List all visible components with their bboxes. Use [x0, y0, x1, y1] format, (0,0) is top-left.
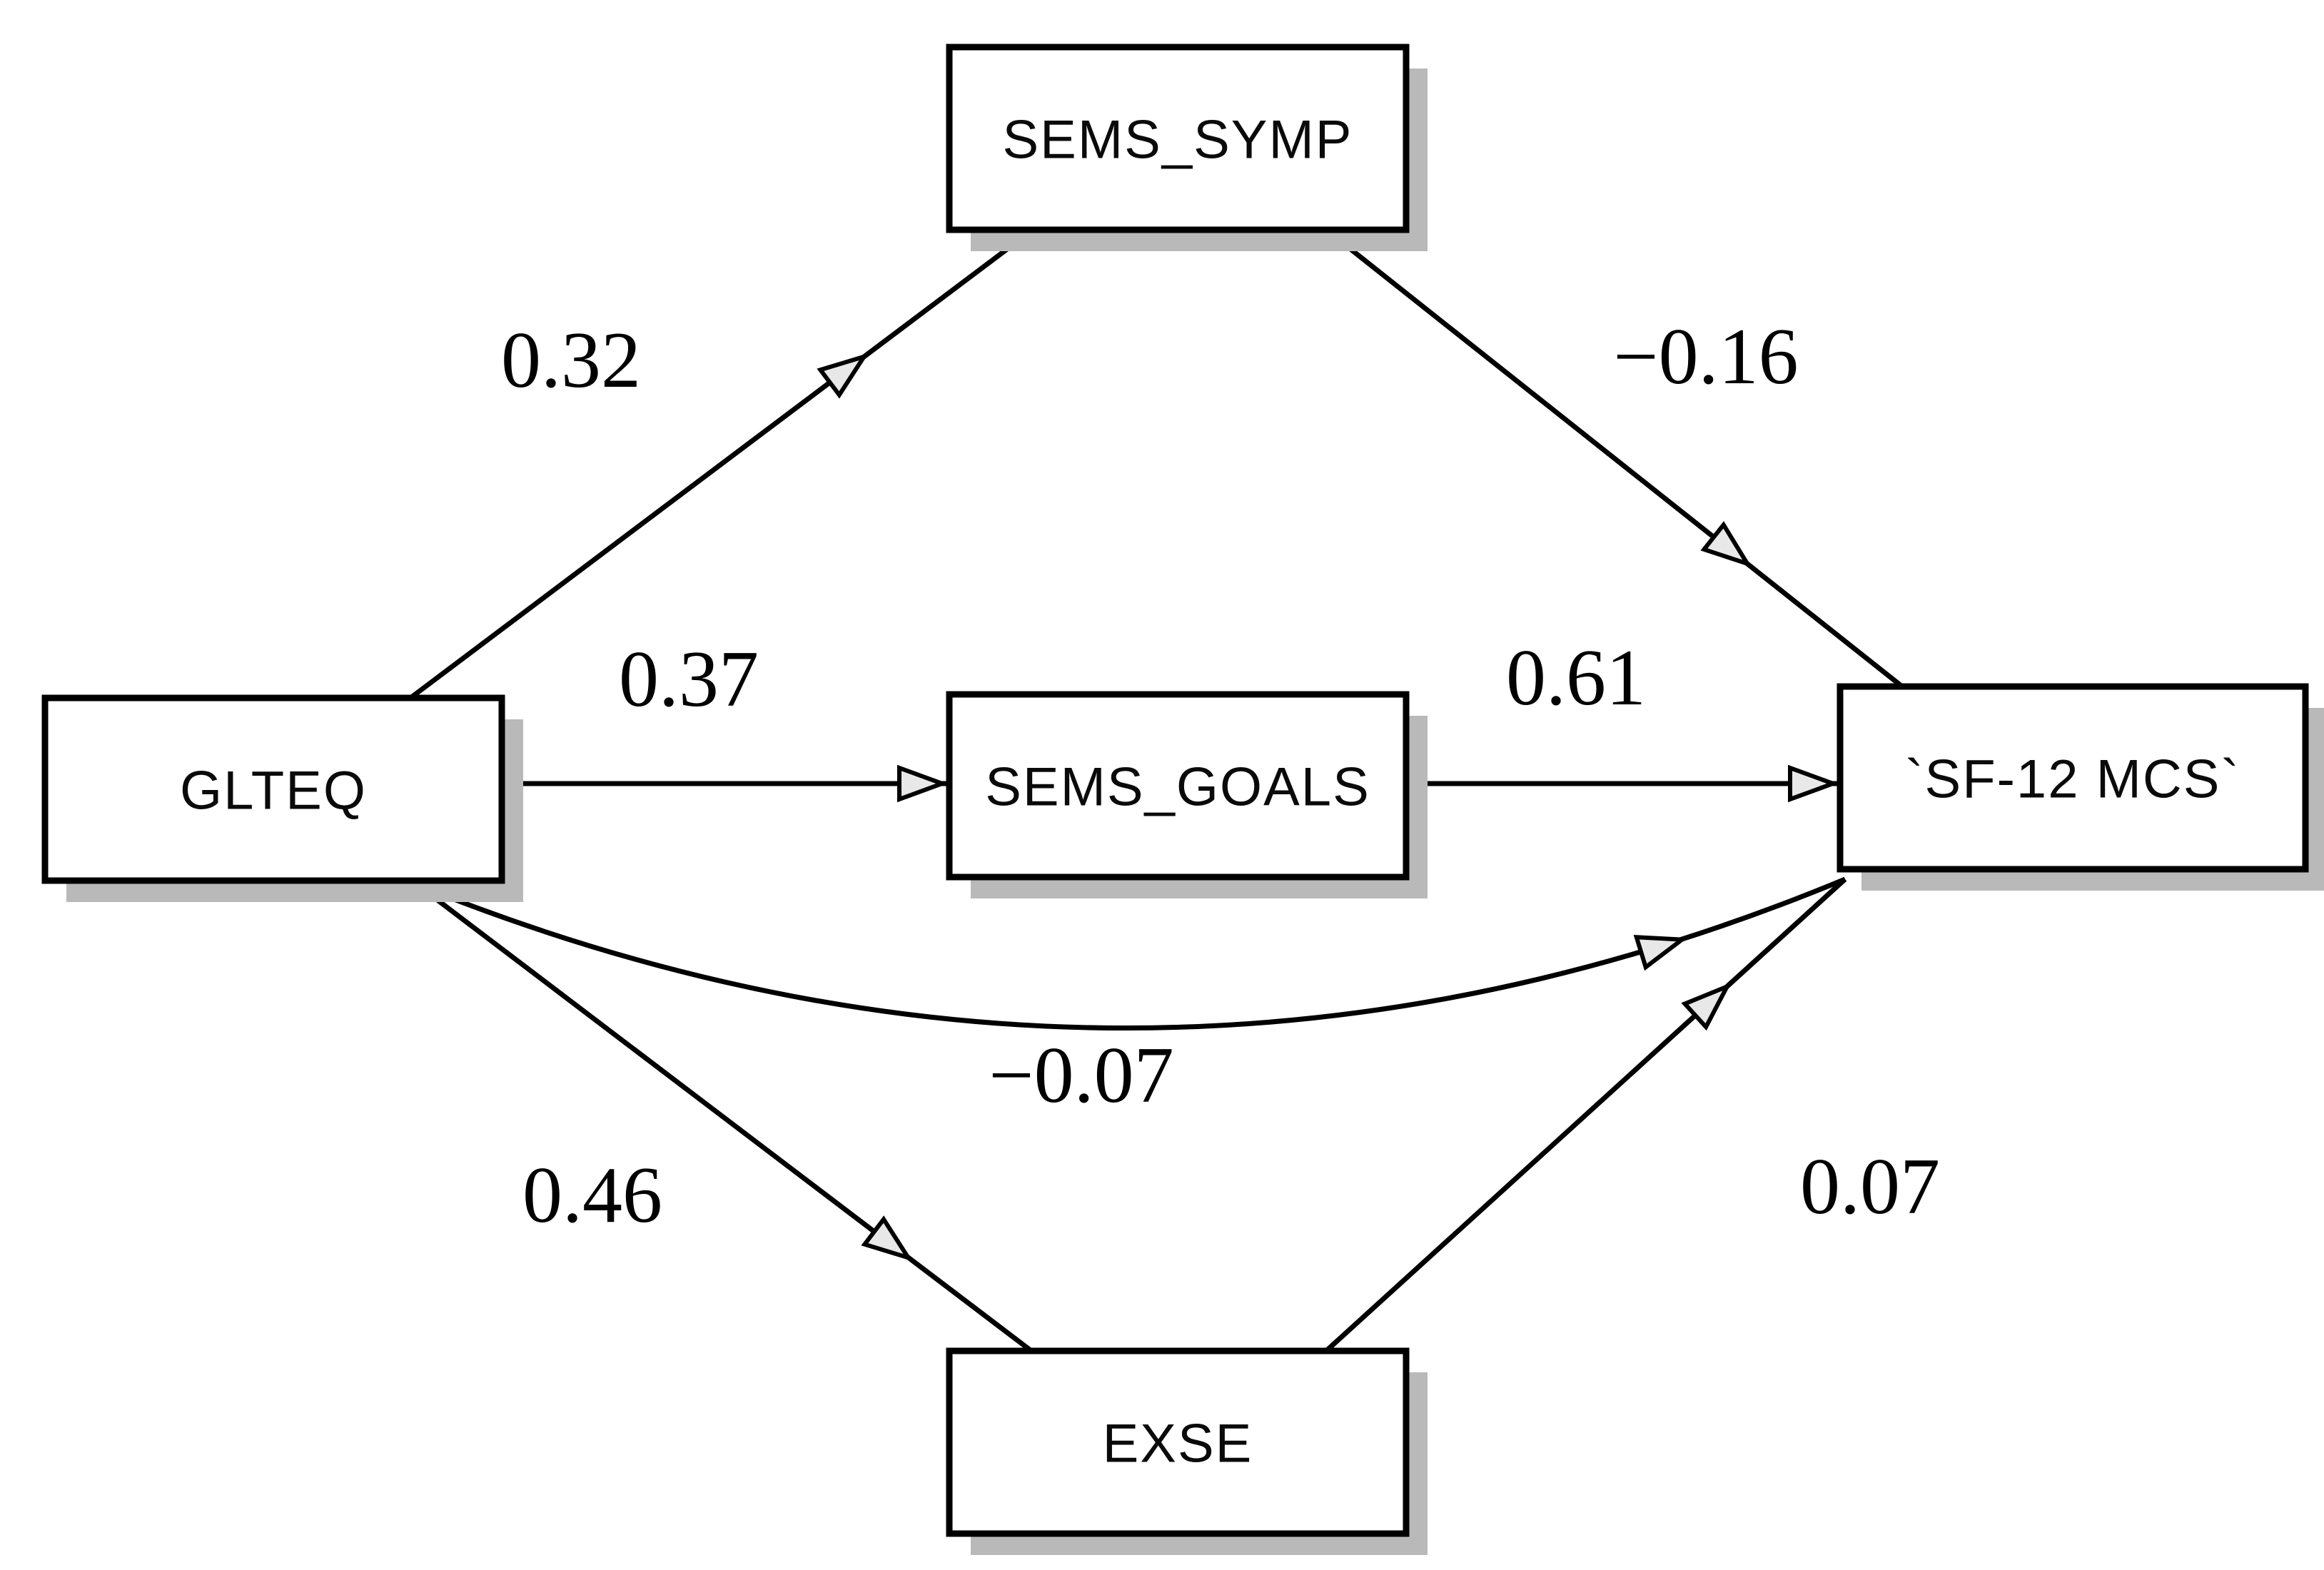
- node-box-sf12-mcs: [1837, 683, 2309, 873]
- edge-coefficient: 0.07: [1800, 1143, 1940, 1231]
- node-label: SEMS_SYMP: [1002, 110, 1353, 171]
- arrowhead-icon: [1681, 982, 1732, 1031]
- node-exse: EXSE: [946, 1347, 1428, 1555]
- edge-coefficient: −0.16: [1613, 313, 1798, 401]
- node-box-glteq: [41, 694, 505, 884]
- edge-sems-goals-sf12: 0.61: [1406, 634, 1840, 803]
- node-box-sems-symp: [946, 44, 1410, 233]
- arrowhead-icon: [897, 764, 949, 803]
- edge-sems-symp-sf12: −0.16: [1324, 228, 1904, 689]
- edge-glteq-sems-goals: 0.37: [503, 635, 949, 803]
- edge-coefficient: −0.07: [989, 1031, 1173, 1120]
- edge-glteq-sems-symp: 0.32: [408, 228, 1035, 700]
- node-sf12-mcs: `SF-12 MCS`: [1837, 683, 2324, 891]
- node-sems-symp: SEMS_SYMP: [946, 44, 1428, 251]
- edge-coefficient: 0.61: [1506, 634, 1646, 722]
- edge-line-sems-symp-sf12: [1324, 228, 1904, 689]
- arrowhead-icon: [1700, 521, 1752, 568]
- arrowhead-icon: [1788, 764, 1839, 803]
- node-glteq: GLTEQ: [41, 694, 523, 902]
- edge-line-exse-sf12: [1324, 877, 1847, 1353]
- edge-curve-glteq-sf12: [416, 876, 1846, 1030]
- edge-line-glteq-sems-symp: [408, 228, 1035, 700]
- node-box-exse: [946, 1347, 1410, 1537]
- edge-coefficient: 0.46: [522, 1151, 662, 1240]
- arrowhead-icon: [1633, 934, 1688, 971]
- edge-glteq-exse: 0.46: [415, 883, 1034, 1353]
- edge-glteq-sf12-direct: −0.07: [416, 876, 1846, 1120]
- node-box-sems-goals: [946, 691, 1410, 881]
- edge-coefficient: 0.37: [619, 635, 759, 724]
- arrowhead-icon: [817, 353, 869, 399]
- node-label: `SF-12 MCS`: [1905, 749, 2240, 810]
- node-label: SEMS_GOALS: [985, 757, 1370, 818]
- edge-exse-sf12: 0.07: [1324, 877, 1940, 1353]
- node-label: EXSE: [1103, 1414, 1253, 1474]
- edge-line-glteq-exse: [415, 883, 1034, 1353]
- node-label: GLTEQ: [180, 761, 367, 821]
- arrowhead-icon: [861, 1215, 914, 1262]
- edge-coefficient: 0.32: [501, 316, 641, 405]
- node-sems-goals: SEMS_GOALS: [946, 691, 1428, 898]
